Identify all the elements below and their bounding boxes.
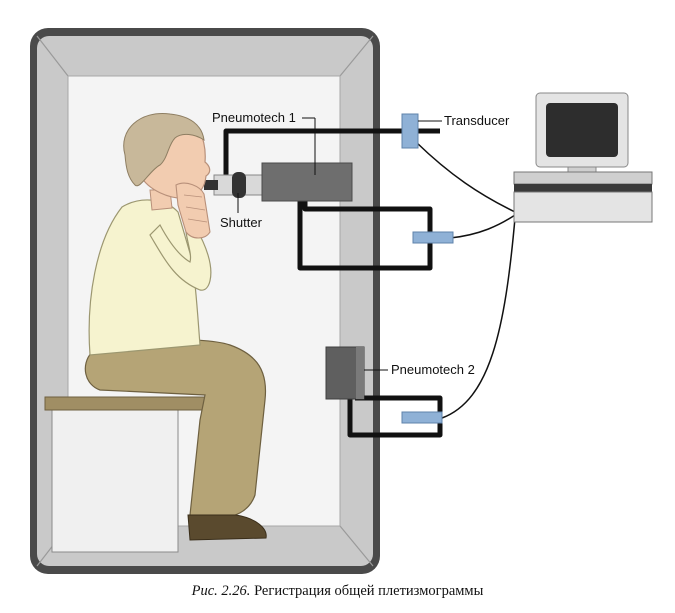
label-shutter: Shutter [220, 215, 263, 230]
label-pneumotech-1: Pneumotech 1 [212, 110, 296, 125]
computer-monitor-icon [513, 92, 653, 223]
bench [44, 396, 206, 553]
caption-text: Регистрация общей плетизмограммы [250, 583, 484, 599]
label-transducer: Transducer [444, 113, 510, 128]
pneumotachograph-1 [204, 162, 353, 202]
pneumotachograph-2 [325, 346, 365, 400]
person-figure [84, 113, 267, 541]
figure-number: Рис. 2.26. [191, 583, 251, 599]
label-pneumotech-2: Pneumotech 2 [391, 362, 475, 377]
signal-cables [415, 141, 516, 419]
pressure-transducer-icon [401, 113, 454, 424]
label-leaders [237, 117, 442, 371]
figure-caption: Рис. 2.26. Регистрация общей плетизмогра… [0, 583, 675, 600]
